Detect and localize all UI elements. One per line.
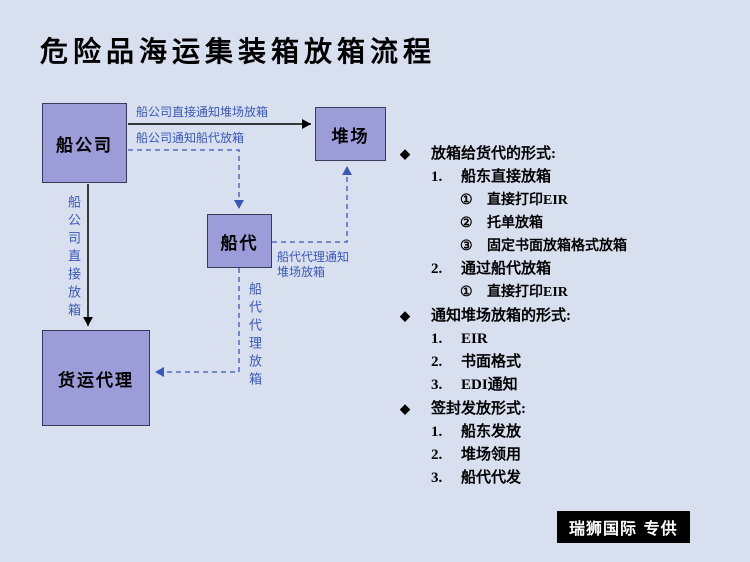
info-list: ◆ 放箱给货代的形式: 1. 船东直接放箱 ① 直接打印EIR ② 托单放箱 ③… <box>400 142 735 490</box>
list-item: ② 托单放箱 <box>400 212 735 235</box>
list-item: 1. EIR <box>400 328 735 351</box>
list-item: ◆ 放箱给货代的形式: <box>400 142 735 166</box>
circled-number-marker: ③ <box>460 239 473 254</box>
node-ship-agent: 船代 <box>207 214 272 268</box>
list-item: 1. 船东直接放箱 <box>400 166 735 189</box>
edge-label-agent-to-yard: 船代代理通知堆场放箱 <box>277 250 350 279</box>
number-marker: 1. <box>431 169 443 185</box>
arrow-agent-to-yard <box>272 166 352 243</box>
diamond-bullet: ◆ <box>400 146 410 161</box>
list-item: 2. 通过船代放箱 <box>400 258 735 281</box>
number-marker: 2. <box>431 354 443 370</box>
list-item-text: 签封发放形式: <box>431 401 526 417</box>
list-item: ◆ 签封发放形式: <box>400 397 735 421</box>
list-item-text: 直接打印EIR <box>487 285 568 300</box>
arrow-agent-to-forwarder <box>155 268 240 377</box>
list-item-text: EDI通知 <box>461 377 518 393</box>
edge-label-company-to-yard: 船公司直接通知堆场放箱 <box>136 105 269 119</box>
list-item-text: 船代代发 <box>461 470 522 486</box>
list-item: ① 直接打印EIR <box>400 281 735 304</box>
list-item: 3. 船代代发 <box>400 467 735 490</box>
diamond-bullet: ◆ <box>400 308 410 323</box>
list-item-text: 通知堆场放箱的形式: <box>431 308 571 324</box>
list-item-text: 托单放箱 <box>487 216 543 231</box>
list-item: 2. 堆场领用 <box>400 444 735 467</box>
diamond-bullet: ◆ <box>400 401 410 416</box>
node-freight-forwarder: 货运代理 <box>42 330 150 426</box>
list-item-text: 船东直接放箱 <box>461 169 552 185</box>
page-title: 危险品海运集装箱放箱流程 <box>40 35 437 68</box>
list-item-text: 书面格式 <box>461 354 522 370</box>
list-item: ① 直接打印EIR <box>400 189 735 212</box>
list-item-text: 放箱给货代的形式: <box>431 146 556 162</box>
number-marker: 3. <box>431 377 443 393</box>
circled-number-marker: ① <box>460 193 473 208</box>
number-marker: 2. <box>431 447 443 463</box>
list-item: 1. 船东发放 <box>400 421 735 444</box>
edge-label-company-to-forwarder: 船公司直接放箱 <box>66 195 81 321</box>
number-marker: 3. <box>431 470 443 486</box>
list-item-text: 直接打印EIR <box>487 193 568 208</box>
watermark-badge: 瑞狮国际 专供 <box>557 511 690 543</box>
number-marker: 1. <box>431 331 443 347</box>
list-item-text: 船东发放 <box>461 424 522 440</box>
list-item-text: EIR <box>461 331 488 347</box>
list-item-text: 通过船代放箱 <box>461 261 552 277</box>
list-item: 3. EDI通知 <box>400 374 735 397</box>
list-item: ③ 固定书面放箱格式放箱 <box>400 235 735 258</box>
number-marker: 1. <box>431 424 443 440</box>
edge-label-agent-to-forwarder: 船代代理放箱 <box>247 282 262 390</box>
list-item: ◆ 通知堆场放箱的形式: <box>400 304 735 328</box>
node-yard: 堆场 <box>315 107 386 161</box>
node-shipping-company: 船公司 <box>42 103 127 183</box>
arrow-company-to-agent <box>128 149 244 209</box>
number-marker: 2. <box>431 261 443 277</box>
list-item-text: 堆场领用 <box>461 447 522 463</box>
circled-number-marker: ② <box>460 216 473 231</box>
list-item-text: 固定书面放箱格式放箱 <box>487 239 627 254</box>
list-item: 2. 书面格式 <box>400 351 735 374</box>
circled-number-marker: ① <box>460 285 473 300</box>
edge-label-company-to-agent: 船公司通知船代放箱 <box>136 131 245 145</box>
